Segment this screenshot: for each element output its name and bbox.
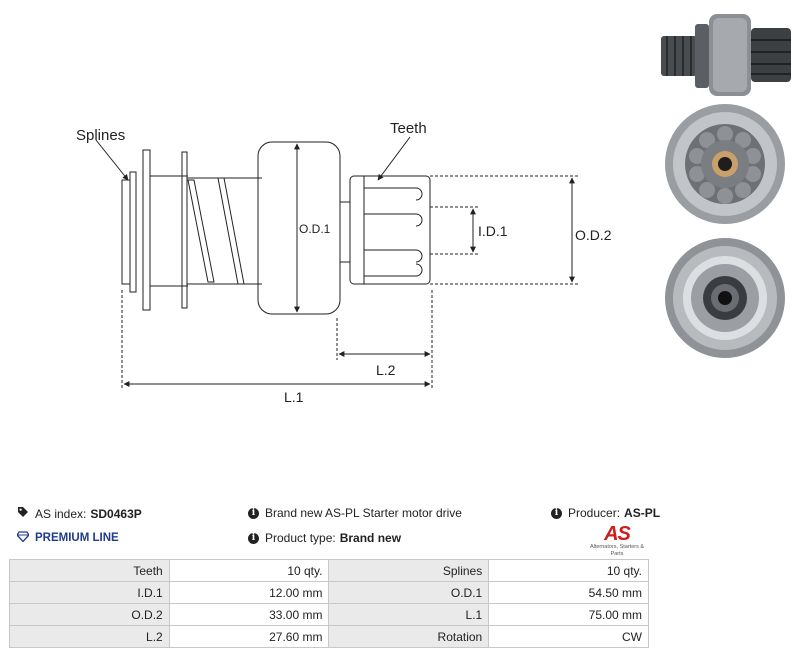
label-id1: I.D.1	[478, 223, 508, 239]
spec-key: Splines	[328, 559, 490, 582]
spec-key: L.2	[9, 625, 170, 648]
spec-value: 10 qty.	[488, 559, 649, 582]
label-l1: L.1	[284, 389, 304, 405]
product-photo-front	[665, 104, 785, 224]
as-index-label: AS index:	[35, 506, 87, 521]
producer-label: Producer:	[568, 506, 621, 520]
product-type-label: Product type:	[265, 531, 336, 545]
as-index: AS index: SD0463P	[17, 506, 142, 521]
spec-value: 12.00 mm	[168, 581, 330, 604]
table-row: Teeth 10 qty. Splines 10 qty.	[9, 559, 649, 582]
product-type: i Product type: Brand new	[248, 531, 401, 545]
product-type-value: Brand new	[339, 531, 402, 545]
logo-tagline: Alternators, Starters & Parts	[589, 544, 645, 557]
table-row: L.2 27.60 mm Rotation CW	[9, 625, 649, 648]
tag-icon	[17, 506, 29, 521]
table-row: O.D.2 33.00 mm L.1 75.00 mm	[9, 603, 649, 626]
label-od1: O.D.1	[299, 222, 331, 236]
logo-mark: AS	[604, 523, 631, 545]
technical-drawing: Splines Teeth O.D.1 I.D.1 O.D.2 L.2 L.1	[76, 120, 612, 405]
spec-key: O.D.1	[328, 581, 490, 604]
premium-line: PREMIUM LINE	[16, 531, 119, 545]
spec-key: O.D.2	[9, 603, 170, 626]
spec-key: Teeth	[9, 559, 170, 582]
spec-key: Rotation	[328, 625, 490, 648]
table-row: I.D.1 12.00 mm O.D.1 54.50 mm	[9, 581, 649, 604]
info-icon: i	[248, 532, 259, 544]
spec-key: L.1	[328, 603, 490, 626]
spec-value: CW	[488, 625, 649, 648]
info-icon: i	[248, 507, 259, 519]
spec-value: 10 qty.	[168, 559, 330, 582]
spec-value: 75.00 mm	[488, 603, 649, 626]
description: i Brand new AS-PL Starter motor drive	[248, 506, 462, 520]
spec-value: 33.00 mm	[168, 603, 330, 626]
as-pl-logo: AS Alternators, Starters & Parts	[584, 524, 650, 558]
producer: i Producer: AS-PL	[551, 506, 660, 520]
info-icon: i	[551, 507, 562, 519]
spec-value: 27.60 mm	[168, 625, 330, 648]
description-text: Brand new AS-PL Starter motor drive	[265, 506, 462, 520]
as-index-value: SD0463P	[90, 506, 142, 521]
product-photo-rear	[665, 238, 785, 358]
specs-table: Teeth 10 qty. Splines 10 qty. I.D.1 12.0…	[9, 559, 649, 648]
spec-value: 54.50 mm	[488, 581, 649, 604]
label-teeth: Teeth	[390, 120, 427, 137]
spec-key: I.D.1	[9, 581, 170, 604]
premium-line-label: PREMIUM LINE	[35, 532, 119, 544]
diamond-icon	[16, 531, 30, 545]
label-splines: Splines	[76, 127, 125, 144]
product-photo-side	[661, 14, 791, 96]
producer-value: AS-PL	[624, 506, 661, 520]
label-od2: O.D.2	[575, 227, 612, 243]
label-l2: L.2	[376, 362, 396, 378]
